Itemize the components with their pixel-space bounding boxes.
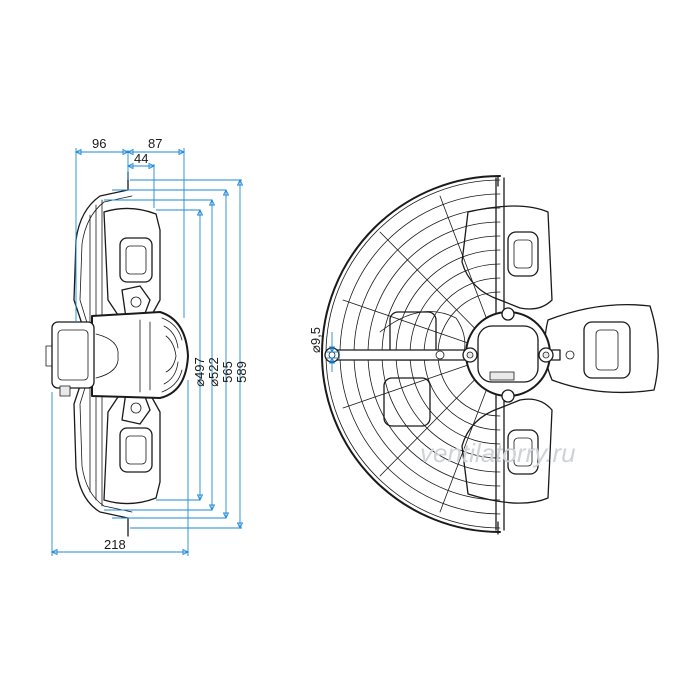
dim-87: 87 (148, 136, 162, 151)
front-dimensions: ⌀9,5 (308, 327, 340, 372)
motor-hub-cover (477, 325, 539, 383)
dim-diameter-497: ⌀497 (192, 357, 207, 387)
front-blade-right (544, 304, 659, 394)
dim-589: 589 (234, 361, 249, 383)
watermark: ventilatorry.ru (420, 438, 576, 468)
terminal-box (51, 321, 95, 389)
front-blade-bottom (461, 398, 553, 504)
dim-diameter-522: ⌀522 (206, 357, 221, 387)
dim-44: 44 (134, 151, 148, 166)
side-dimensions: 96 87 44 218 ⌀497 ⌀522 565 589 (50, 136, 249, 556)
guard-frame-inner (79, 195, 133, 513)
guard-ribs (89, 199, 103, 507)
blade-top-window (119, 237, 153, 283)
blade-bottom-window (119, 427, 153, 473)
dim-hole-diameter: ⌀9,5 (308, 327, 323, 353)
front-view (321, 175, 659, 535)
side-view (45, 171, 189, 537)
motor-fins (139, 317, 183, 393)
dim-565: 565 (220, 361, 235, 383)
dim-218: 218 (104, 537, 126, 552)
dim-96: 96 (92, 136, 106, 151)
guard-outer-ring (321, 175, 501, 533)
